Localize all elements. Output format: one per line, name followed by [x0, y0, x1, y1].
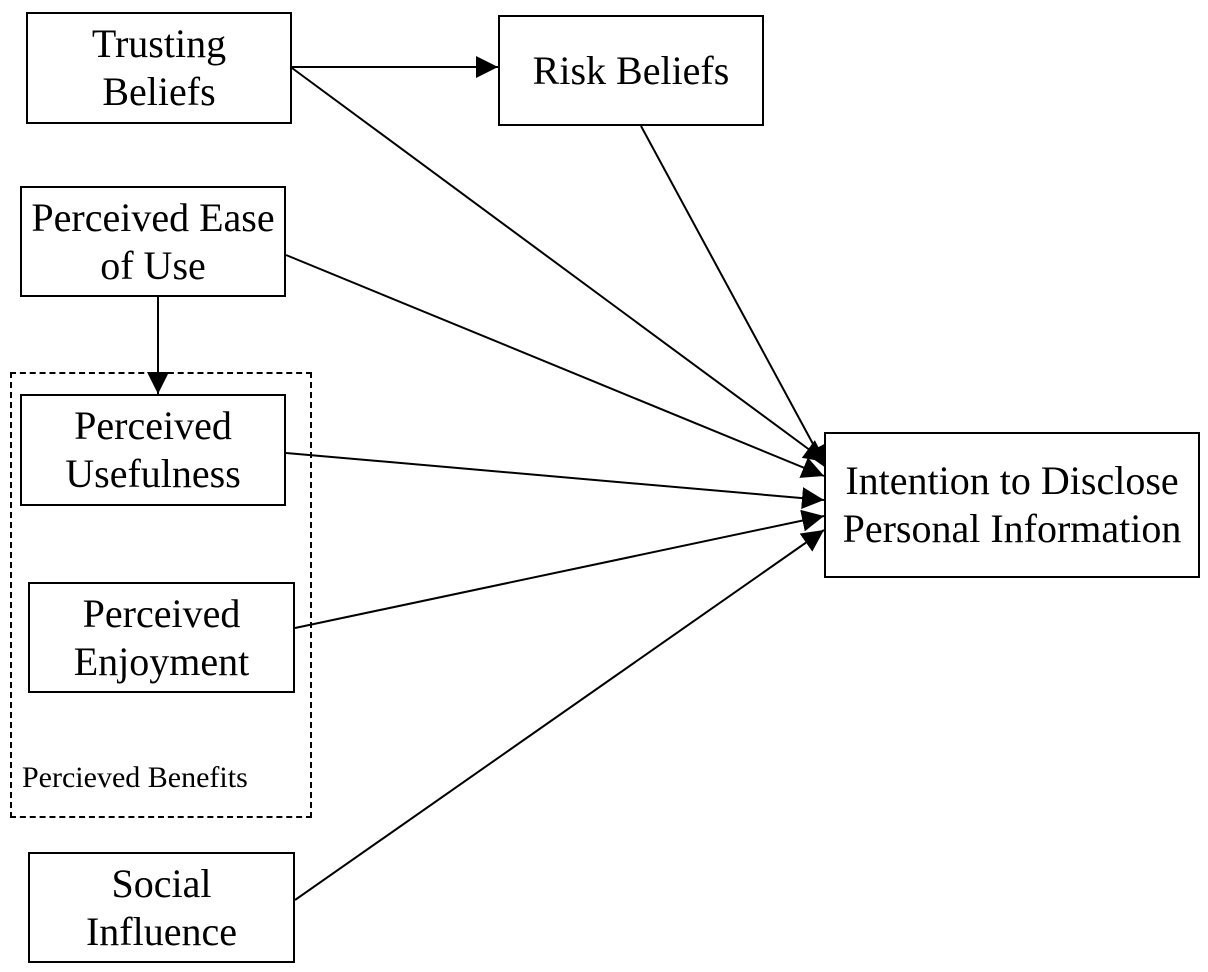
edge-ease-to-intention [285, 254, 825, 478]
social-influence-label-line2: Influence [85, 908, 237, 954]
perceived-usefulness-label-line2: Usefulness [65, 451, 241, 496]
social-influence-label-line1: Social [111, 860, 212, 906]
perceived-usefulness-label-line1: Perceived [74, 403, 232, 448]
edge-trusting-to-intention [291, 67, 827, 463]
social-influence-node: Social Influence [28, 852, 295, 963]
perceived-enjoyment-label-line2: Enjoyment [73, 638, 250, 684]
perceived-benefits-label: Percieved Benefits [22, 761, 248, 794]
perceived-enjoyment-node: Perceived Enjoyment [28, 582, 295, 693]
intention-to-disclose-label-line1: Intention to Disclose [845, 458, 1179, 503]
trusting-beliefs-label-line1: Trusting [91, 21, 227, 66]
perceived-usefulness-node: Perceived Usefulness [20, 394, 286, 506]
edge-social-to-intention [294, 529, 825, 901]
trusting-beliefs-label-line2: Beliefs [102, 69, 216, 114]
perceived-enjoyment-label-line1: Perceived [82, 590, 241, 636]
intention-to-disclose-node: Intention to Disclose Personal Informati… [824, 432, 1200, 578]
edge-usefulness-to-intention [285, 452, 825, 510]
perceived-ease-of-use-node: Perceived Ease of Use [20, 186, 286, 297]
intention-to-disclose-label-line2: Personal Information [842, 506, 1182, 551]
edge-risk-to-intention [640, 125, 827, 469]
risk-beliefs-label: Risk Beliefs [532, 47, 730, 93]
perceived-ease-of-use-label-line1: Perceived Ease [31, 194, 275, 240]
trusting-beliefs-node: Trusting Beliefs [26, 12, 292, 124]
perceived-benefits-group [10, 372, 312, 818]
perceived-ease-of-use-label-line2: of Use [100, 242, 206, 288]
edge-enjoyment-to-intention [294, 509, 825, 629]
risk-beliefs-node: Risk Beliefs [498, 15, 764, 126]
